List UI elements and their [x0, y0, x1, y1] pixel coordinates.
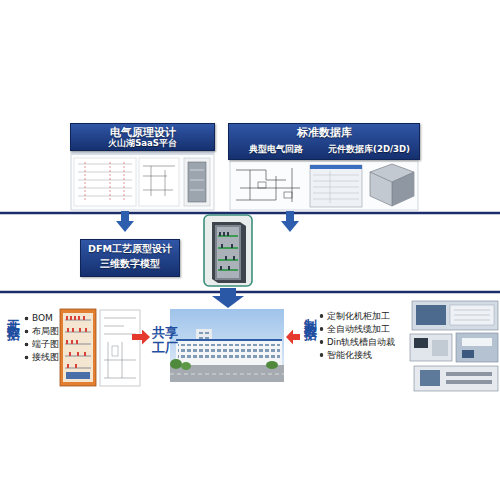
database-screenshot: [236, 168, 300, 202]
database-box: 标准数据库典型电气回路元件数据库(2D/3D): [228, 123, 420, 211]
factory-photo: [176, 339, 282, 341]
database-screenshot: [370, 172, 414, 206]
machine-photos: [454, 310, 490, 320]
box-label: 标准数据库: [228, 126, 420, 139]
machine-photos: [410, 334, 452, 361]
database-screenshot: [310, 165, 362, 207]
list-item: 全自动线缆加工: [319, 324, 411, 334]
cabinet-3d-model: [215, 225, 241, 280]
database-screenshot: [313, 171, 359, 203]
box-label: 电气原理设计: [70, 126, 215, 139]
design-box: 电气原理设计火山湖SaaS平台: [70, 123, 215, 211]
software-screenshot: [184, 158, 210, 206]
section-heading: 制造数据: [303, 309, 318, 321]
software-screenshot: [143, 166, 175, 196]
list-item: 接线图: [24, 352, 66, 363]
cabinet-drawing: [60, 309, 140, 386]
machine-photos: [414, 366, 498, 391]
cabinet-3d-model: [204, 215, 252, 286]
box-label: 元件数据库(2D/3D): [320, 144, 418, 154]
list-item: Din轨线槽自动裁: [319, 337, 411, 347]
machine-photos: [450, 305, 494, 325]
shared-factory-box: 共享工厂: [150, 308, 286, 384]
cabinet-3d-model: [204, 215, 252, 286]
machine-photos: [462, 350, 474, 358]
list-item: 布局图: [24, 326, 66, 337]
factory-photo: [170, 359, 182, 369]
divider-line: [0, 291, 500, 294]
machine-photos: [416, 305, 446, 325]
database-screenshot: [310, 165, 362, 169]
database-screenshot: [230, 161, 418, 210]
process-data-panel: 工艺数据BOM 布局图端子图接线图: [4, 306, 132, 390]
divider-line: [0, 212, 500, 215]
flow-arrow: [286, 211, 294, 221]
list-item: 智能化接线: [319, 350, 411, 360]
factory-photo: [170, 309, 284, 382]
machine-photos: [462, 338, 492, 346]
list-item: 端子图: [24, 339, 66, 350]
cabinet-3d-model: [220, 232, 234, 270]
database-screenshot: [370, 164, 414, 206]
machine-photos: [432, 340, 448, 356]
factory-photo: [178, 344, 280, 360]
machine-photos: [410, 301, 498, 391]
machine-photos: [456, 333, 498, 362]
database-screenshot: [258, 182, 266, 188]
flow-arrow: [293, 334, 300, 340]
cabinet-drawing: [66, 372, 90, 379]
section-heading: 工艺数据: [6, 309, 21, 321]
flow-arrow: [220, 288, 236, 296]
list-item: 定制化机柜加工: [319, 311, 411, 321]
box-label: 共享工厂: [152, 325, 180, 355]
software-screenshot: [85, 162, 124, 202]
software-screenshot: [71, 151, 214, 210]
factory-photo: [266, 361, 278, 369]
factory-photo: [170, 309, 284, 382]
cabinet-drawing: [63, 313, 93, 382]
cabinet-drawing: [104, 318, 136, 378]
manufacturing-data-panel: 制造数据定制化机柜加工全自动线缆加工 Din轨线槽自动裁智能化接线: [300, 300, 500, 392]
list-item: BOM: [24, 313, 66, 324]
machine-photos: [412, 301, 498, 330]
cabinet-drawing: [67, 316, 86, 368]
flow-arrow: [132, 334, 142, 340]
machine-photos: [446, 380, 492, 384]
dfm-box: DFM工艺原型设计三维数字模型: [80, 232, 300, 288]
software-screenshot: [74, 158, 136, 206]
factory-photo: [181, 362, 191, 370]
machine-photos: [414, 338, 428, 348]
cabinet-3d-model: [217, 227, 239, 278]
software-screenshot: [71, 151, 214, 155]
software-screenshot: [190, 170, 204, 190]
cabinet-drawing: [112, 346, 118, 356]
box-label: 火山湖SaaS平台: [70, 138, 215, 148]
machine-photos: [446, 372, 492, 376]
cabinet-drawing: [100, 310, 140, 386]
box-label: 三维数字模型: [80, 258, 180, 269]
machine-photos: [420, 370, 440, 386]
software-screenshot: [71, 151, 214, 210]
database-screenshot: [284, 192, 292, 198]
database-screenshot: [230, 161, 418, 210]
software-screenshot: [188, 162, 206, 202]
flow-arrow: [121, 211, 129, 221]
cabinet-3d-model: [212, 222, 246, 283]
box-label: 典型电气回路: [234, 144, 318, 155]
box-label: DFM工艺原型设计: [80, 243, 180, 254]
divider-line: [0, 213, 500, 292]
factory-photo: [176, 339, 282, 365]
cabinet-3d-model: [218, 236, 238, 270]
software-screenshot: [139, 158, 179, 206]
factory-photo: [170, 374, 284, 375]
